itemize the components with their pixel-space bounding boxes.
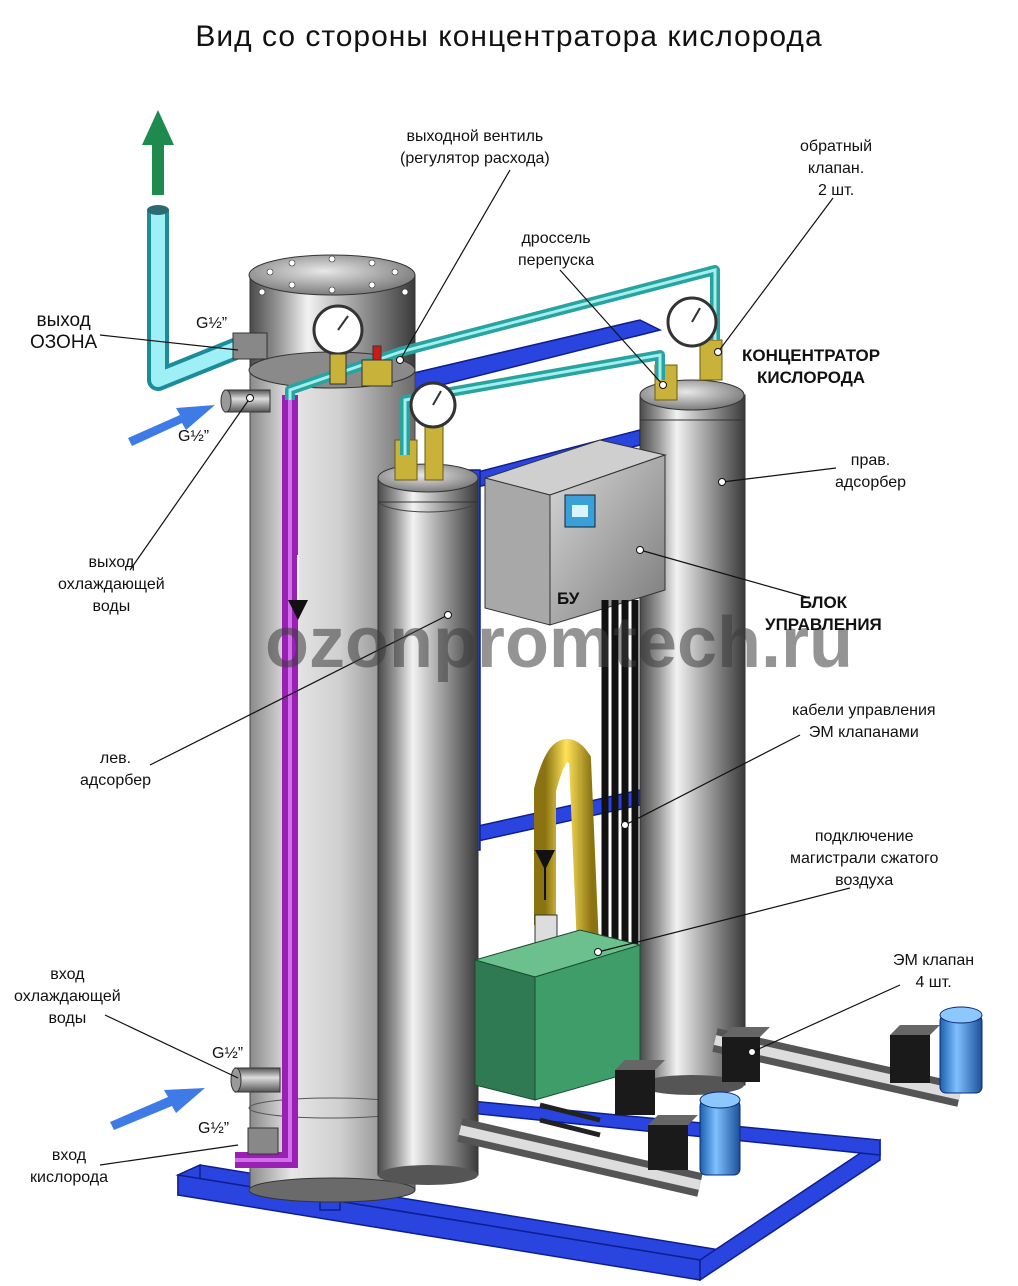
label-g-cool-in: G½” [212,1045,244,1062]
label-g-ozone: G½” [196,315,228,332]
label-left-adsorber: лев.адсорбер [80,750,151,789]
left-adsorber [377,419,479,1185]
label-g-oxygen: G½” [198,1120,230,1137]
control-box [483,439,667,626]
green-box [473,929,642,1101]
ozone-output-pipe [147,205,268,391]
leader-lines [99,169,901,1166]
em-valves [615,1025,940,1170]
oxygen-pipe [235,395,308,1168]
watermark: ozonpromtech.ru [265,603,853,683]
label-bu: БУ [557,589,580,608]
gauges [312,296,718,429]
ozone-arrow [142,110,174,195]
cooling-out-arrow [128,405,215,446]
page-title: Вид со стороны концентратора кислорода [195,20,823,53]
cooling-in-arrow [110,1088,205,1130]
blue-filters [699,1006,983,1176]
cooling-in-nozzle [230,1067,281,1093]
label-valve: выходной вентиль(регулятор расхода) [400,128,550,167]
label-g-cool-out: G½” [178,428,210,445]
cooling-out-nozzle [220,389,271,413]
label-right-adsorber: прав.адсорбер [835,452,906,491]
